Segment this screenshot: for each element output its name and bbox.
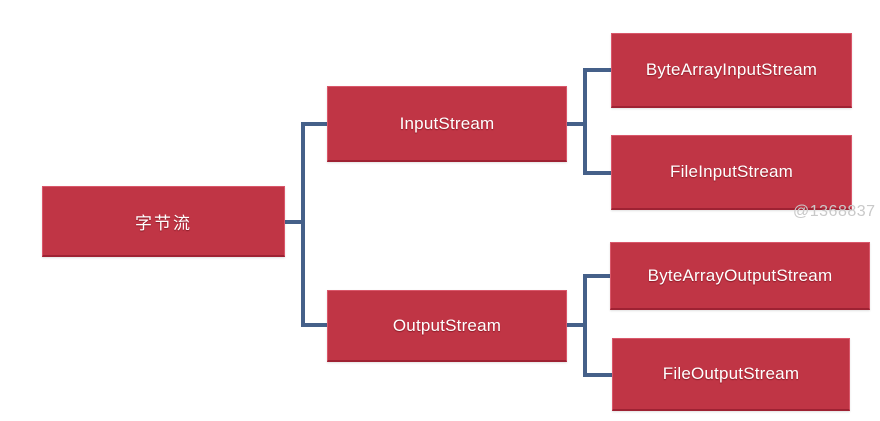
node-label: FileOutputStream (662, 364, 800, 383)
node-label: OutputStream (392, 315, 502, 335)
node-byte-array-output-stream[interactable]: ByteArrayOutputStream (610, 242, 870, 310)
node-input-stream[interactable]: InputStream (327, 86, 567, 162)
node-label: ByteArrayInputStream (645, 60, 818, 79)
node-file-input-stream[interactable]: FileInputStream (611, 135, 852, 210)
node-output-stream[interactable]: OutputStream (327, 290, 567, 362)
node-byte-stream-root[interactable]: 字节流 (42, 186, 285, 257)
node-file-output-stream[interactable]: FileOutputStream (612, 338, 850, 411)
node-label: 字节流 (135, 213, 192, 233)
node-label: InputStream (399, 113, 495, 133)
node-label: ByteArrayOutputStream (647, 265, 833, 285)
node-label: FileInputStream (670, 162, 793, 181)
node-byte-array-input-stream[interactable]: ByteArrayInputStream (611, 33, 852, 108)
